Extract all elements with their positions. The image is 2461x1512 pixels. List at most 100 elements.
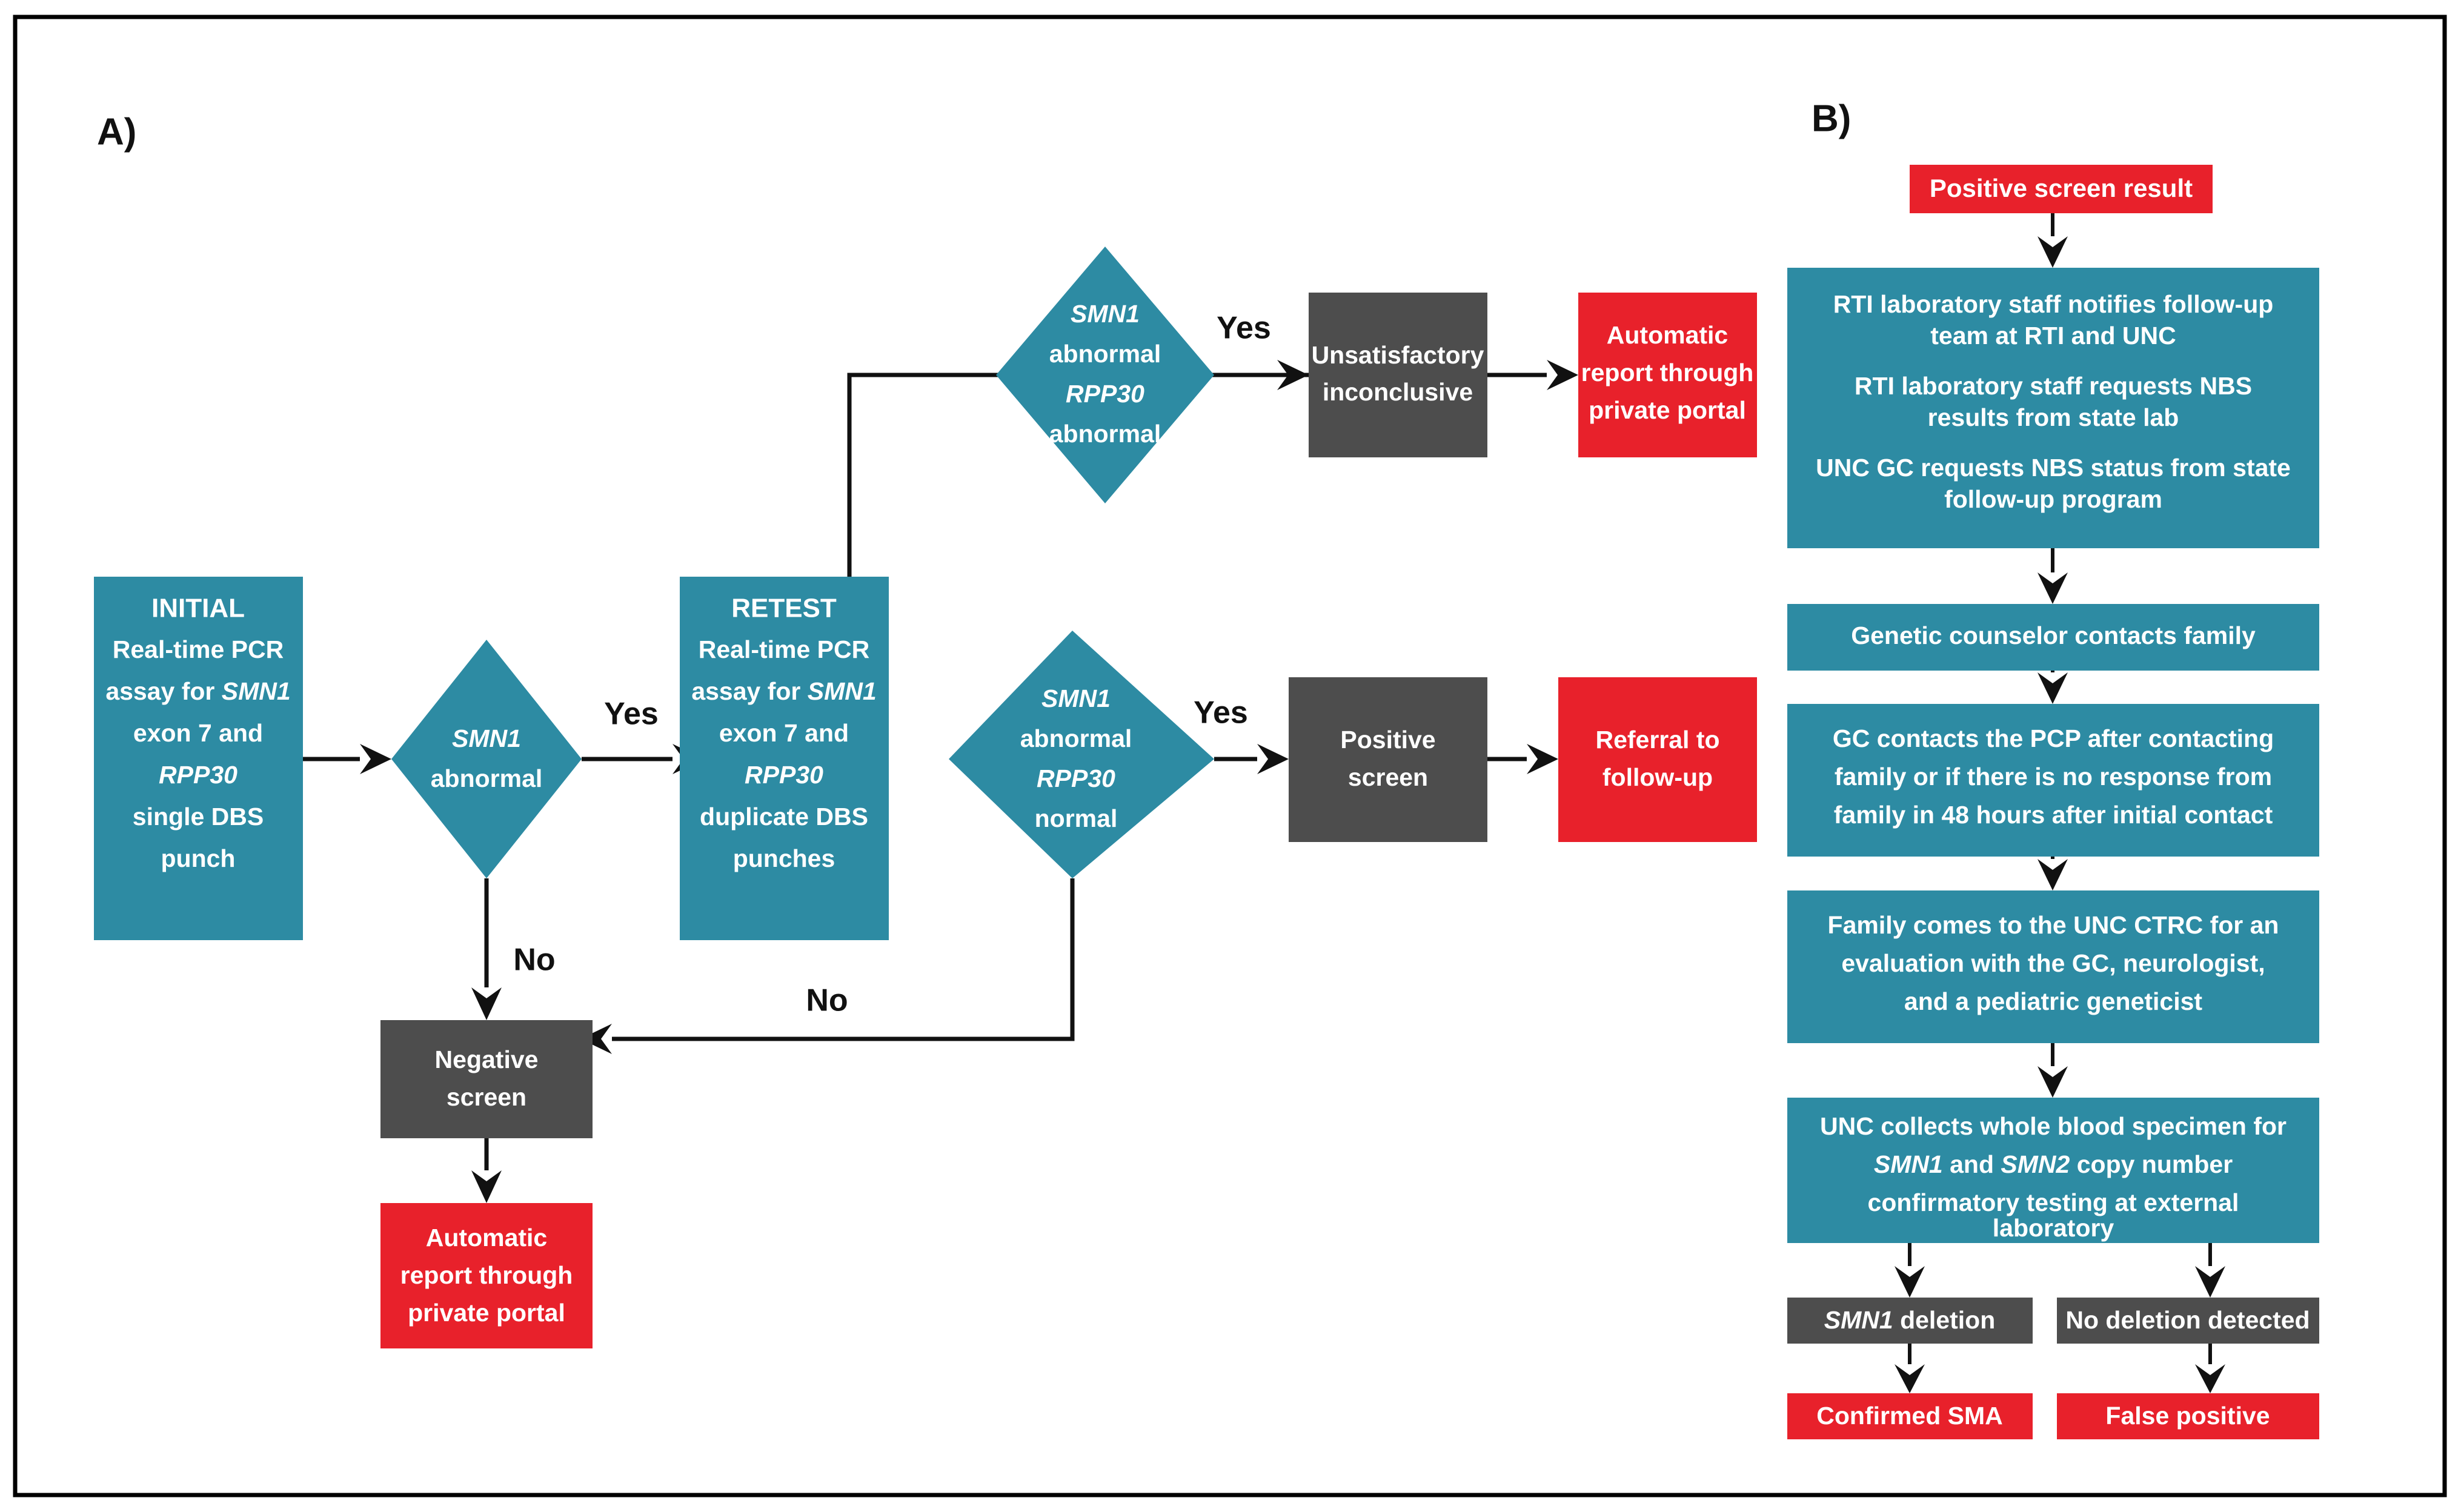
panel-b-edges <box>1895 213 2225 1393</box>
node-auto-report-top-line-2: report through <box>1581 359 1754 386</box>
node-retest-title: RETEST <box>731 594 837 623</box>
edge-label-no-decision1: No <box>513 943 555 978</box>
node-initial-title: INITIAL <box>151 594 245 623</box>
node-decision-rpp30-normal[interactable]: SMN1 abnormal RPP30 normal <box>949 631 1214 878</box>
arrowhead-initial-decision1 <box>360 744 391 774</box>
figure-border <box>13 15 2447 1497</box>
node-b-false-positive[interactable]: False positive <box>2057 1393 2319 1439</box>
node-auto-report-top-shape <box>1578 293 1757 457</box>
node-decisiontop-line-2: abnormal <box>1049 340 1161 368</box>
node-decisionbottom-shape <box>949 631 1214 878</box>
node-auto-report-top-line-3: private portal <box>1589 396 1746 424</box>
arrowhead-positive-referral <box>1527 744 1558 774</box>
node-decision1-line-1: SMN1 <box>452 724 521 752</box>
edge-decisionbottom-to-negative <box>612 878 1075 1041</box>
node-initial-line-6: punch <box>161 844 236 872</box>
arrowhead-b-8 <box>1895 1364 1925 1393</box>
arrowhead-b-7 <box>2195 1266 2225 1298</box>
node-b-confirmatory-shape <box>1787 1098 2319 1243</box>
node-retest-line-1: Real-time PCR <box>699 635 870 663</box>
edge-label-no-bottom: No <box>806 983 848 1018</box>
node-b-confirmatory-l1: UNC collects whole blood specimen for <box>1820 1112 2287 1140</box>
node-b-gc-contacts-pcp[interactable]: GC contacts the PCP after contacting fam… <box>1787 704 2319 857</box>
node-b-smn1-deletion-shape <box>1787 1298 2033 1344</box>
panel-a-letter: A) <box>97 111 136 153</box>
node-retest-shape <box>680 577 889 940</box>
node-b-confirmatory-l3: confirmatory testing at external <box>1868 1189 2239 1216</box>
node-b-positive-result-shape <box>1910 165 2213 213</box>
arrowhead-decisiontop-unsat <box>1277 360 1309 390</box>
node-decisionbottom-line-1: SMN1 <box>1041 685 1111 712</box>
node-auto-report-bottom-line-1: Automatic <box>426 1224 547 1252</box>
node-unsatisfactory-line-1: Unsatisfactory <box>1312 341 1484 369</box>
node-b-notify-p1-l2: team at RTI and UNC <box>1930 322 2176 350</box>
node-b-no-deletion-label: No deletion detected <box>2065 1306 2310 1334</box>
node-b-gc-family-label: Genetic counselor contacts family <box>1851 622 2256 649</box>
node-retest-line-4: RPP30 <box>745 761 823 789</box>
node-positive-screen-line-2: screen <box>1348 763 1428 791</box>
node-b-gc-family-shape <box>1787 604 2319 671</box>
node-b-confirmed-sma-label: Confirmed SMA <box>1816 1402 2003 1430</box>
node-decision-rpp30-abnormal[interactable]: SMN1 abnormal RPP30 abnormal <box>996 247 1214 503</box>
node-negative-screen-shape <box>380 1020 593 1138</box>
arrowhead-decisionbottom-positive <box>1257 744 1289 774</box>
panel-a-edges: Yes No Yes Yes No <box>303 311 1578 1203</box>
node-negative-screen[interactable]: Negative screen <box>380 1020 593 1138</box>
node-auto-report-bottom[interactable]: Automatic report through private portal <box>380 1203 593 1348</box>
node-b-ctrc-evaluation[interactable]: Family comes to the UNC CTRC for an eval… <box>1787 890 2319 1043</box>
edge-label-yes-bottom: Yes <box>1194 695 1248 731</box>
node-b-confirmatory-l2: SMN1 and SMN2 copy number <box>1874 1150 2233 1178</box>
node-initial-line-2: assay for SMN1 <box>105 677 290 705</box>
node-b-positive-result-label: Positive screen result <box>1930 174 2193 202</box>
node-unsatisfactory-shape <box>1309 293 1487 457</box>
node-retest-line-5: duplicate DBS <box>700 803 868 831</box>
node-b-confirmed-sma-shape <box>1787 1393 2033 1439</box>
node-decisiontop-shape <box>996 247 1214 503</box>
node-b-gc-pcp-shape <box>1787 704 2319 857</box>
panel-b-letter: B) <box>1812 98 1851 139</box>
node-referral-line-1: Referral to <box>1595 726 1719 754</box>
node-decisiontop-line-4: abnormal <box>1049 420 1161 448</box>
arrowhead-b-2 <box>2038 572 2068 604</box>
node-initial-line-1: Real-time PCR <box>113 635 284 663</box>
node-positive-screen[interactable]: Positive screen <box>1289 677 1487 842</box>
arrowhead-unsat-autoreport <box>1547 360 1578 390</box>
node-decisiontop-line-3: RPP30 <box>1066 380 1144 408</box>
node-referral-line-2: follow-up <box>1602 763 1713 791</box>
arrowhead-b-9 <box>2195 1364 2225 1393</box>
node-b-notify-p3-l2: follow-up program <box>1944 485 2162 513</box>
node-b-no-deletion-shape <box>2057 1298 2319 1344</box>
node-unsatisfactory[interactable]: Unsatisfactory inconclusive <box>1309 293 1487 457</box>
node-b-notify-teams[interactable]: RTI laboratory staff notifies follow-up … <box>1787 268 2319 548</box>
node-b-confirmatory-testing[interactable]: UNC collects whole blood specimen for SM… <box>1787 1098 2319 1243</box>
node-initial-line-4: RPP30 <box>159 761 237 789</box>
node-decision-smn1-abnormal[interactable]: SMN1 abnormal <box>391 640 582 878</box>
node-decisiontop-line-1: SMN1 <box>1071 300 1140 328</box>
node-b-gc-contacts-family[interactable]: Genetic counselor contacts family <box>1787 604 2319 671</box>
node-b-confirmed-sma[interactable]: Confirmed SMA <box>1787 1393 2033 1439</box>
node-negative-screen-line-2: screen <box>447 1083 526 1111</box>
node-positive-screen-line-1: Positive <box>1340 726 1435 754</box>
node-initial[interactable]: INITIAL Real-time PCR assay for SMN1 exo… <box>94 577 303 940</box>
edge-label-yes-decision1: Yes <box>604 697 659 732</box>
node-b-false-positive-shape <box>2057 1393 2319 1439</box>
node-retest-line-3: exon 7 and <box>719 719 849 747</box>
node-referral[interactable]: Referral to follow-up <box>1558 677 1757 842</box>
node-b-notify-p1-l1: RTI laboratory staff notifies follow-up <box>1833 290 2274 318</box>
node-b-positive-screen-result[interactable]: Positive screen result <box>1910 165 2213 213</box>
node-b-ctrc-shape <box>1787 890 2319 1043</box>
node-b-gc-pcp-l3: family in 48 hours after initial contact <box>1834 801 2273 829</box>
node-b-smn1-deletion[interactable]: SMN1 deletion <box>1787 1298 2033 1344</box>
node-b-gc-pcp-l2: family or if there is no response from <box>1835 763 2272 791</box>
arrowhead-decisionbottom-negative <box>580 1024 612 1054</box>
arrowhead-negative-autoreport <box>471 1170 502 1203</box>
node-b-ctrc-l1: Family comes to the UNC CTRC for an <box>1828 911 2279 939</box>
node-positive-screen-shape <box>1289 677 1487 842</box>
node-retest[interactable]: RETEST Real-time PCR assay for SMN1 exon… <box>680 577 889 940</box>
node-b-no-deletion[interactable]: No deletion detected <box>2057 1298 2319 1344</box>
node-auto-report-top[interactable]: Automatic report through private portal <box>1578 293 1757 457</box>
node-auto-report-bottom-line-3: private portal <box>408 1299 565 1327</box>
node-decision1-line-2: abnormal <box>431 764 543 792</box>
